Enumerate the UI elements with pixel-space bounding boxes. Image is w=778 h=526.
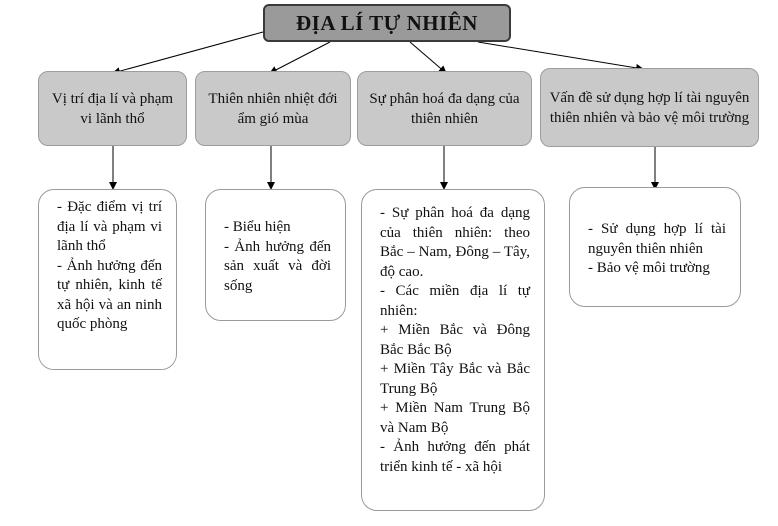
detail-item: - Bảo vệ môi trường bbox=[588, 260, 710, 276]
category-box-location: Vị trí địa lí và phạm vi lãnh thổ bbox=[38, 71, 187, 146]
detail-item: + Miền Tây Bắc và Bắc Trung Bộ bbox=[380, 361, 530, 397]
detail-box-tropical-nature: - Biểu hiện - Ảnh hưởng đến sản xuất và … bbox=[205, 189, 346, 321]
detail-item: - Ảnh hưởng đến phát triển kinh tế - xã … bbox=[380, 439, 530, 475]
detail-box-location: - Đặc điểm vị trí địa lí và phạm vi lãnh… bbox=[38, 189, 177, 370]
arrow-title-to-cat4 bbox=[477, 41, 644, 72]
arrow-title-to-cat1 bbox=[112, 31, 264, 76]
detail-box-nature-differentiation: - Sự phân hoá đa dạng của thiên nhiên: t… bbox=[361, 189, 545, 511]
category-box-nature-differentiation: Sự phân hoá đa dạng của thiên nhiên bbox=[357, 71, 532, 146]
detail-item: - Sử dụng hợp lí tài nguyên thiên nhiên bbox=[588, 221, 726, 257]
detail-item: - Ảnh hưởng đến tự nhiên, kinh tế xã hội… bbox=[57, 257, 162, 333]
detail-item: - Sự phân hoá đa dạng của thiên nhiên: t… bbox=[380, 205, 530, 280]
arrow-title-to-cat2 bbox=[269, 41, 331, 74]
category-box-resources-environment: Vấn đề sử dụng hợp lí tài nguyên thiên n… bbox=[540, 68, 759, 147]
category-label: Sự phân hoá đa dạng của thiên nhiên bbox=[369, 90, 520, 127]
detail-item: + Miền Bắc và Đông Bắc Bắc Bộ bbox=[380, 322, 530, 358]
detail-item: + Miền Nam Trung Bộ và Nam Bộ bbox=[380, 400, 530, 436]
detail-item: - Đặc điểm vị trí địa lí và phạm vi lãnh… bbox=[57, 199, 162, 254]
category-label: Vấn đề sử dụng hợp lí tài nguyên thiên n… bbox=[549, 89, 750, 126]
detail-item: - Ảnh hưởng đến sản xuất và đời sống bbox=[224, 238, 331, 294]
arrow-title-to-cat3 bbox=[409, 41, 447, 74]
detail-item: - Biểu hiện bbox=[224, 219, 291, 235]
category-box-tropical-nature: Thiên nhiên nhiệt đới ẩm gió mùa bbox=[195, 71, 351, 146]
category-label: Thiên nhiên nhiệt đới ẩm gió mùa bbox=[208, 90, 338, 127]
detail-item: - Các miền địa lí tự nhiên: bbox=[380, 283, 530, 319]
detail-box-resources-environment: - Sử dụng hợp lí tài nguyên thiên nhiên … bbox=[569, 187, 741, 307]
diagram-title: ĐỊA LÍ TỰ NHIÊN bbox=[263, 4, 511, 42]
category-label: Vị trí địa lí và phạm vi lãnh thổ bbox=[51, 90, 174, 127]
